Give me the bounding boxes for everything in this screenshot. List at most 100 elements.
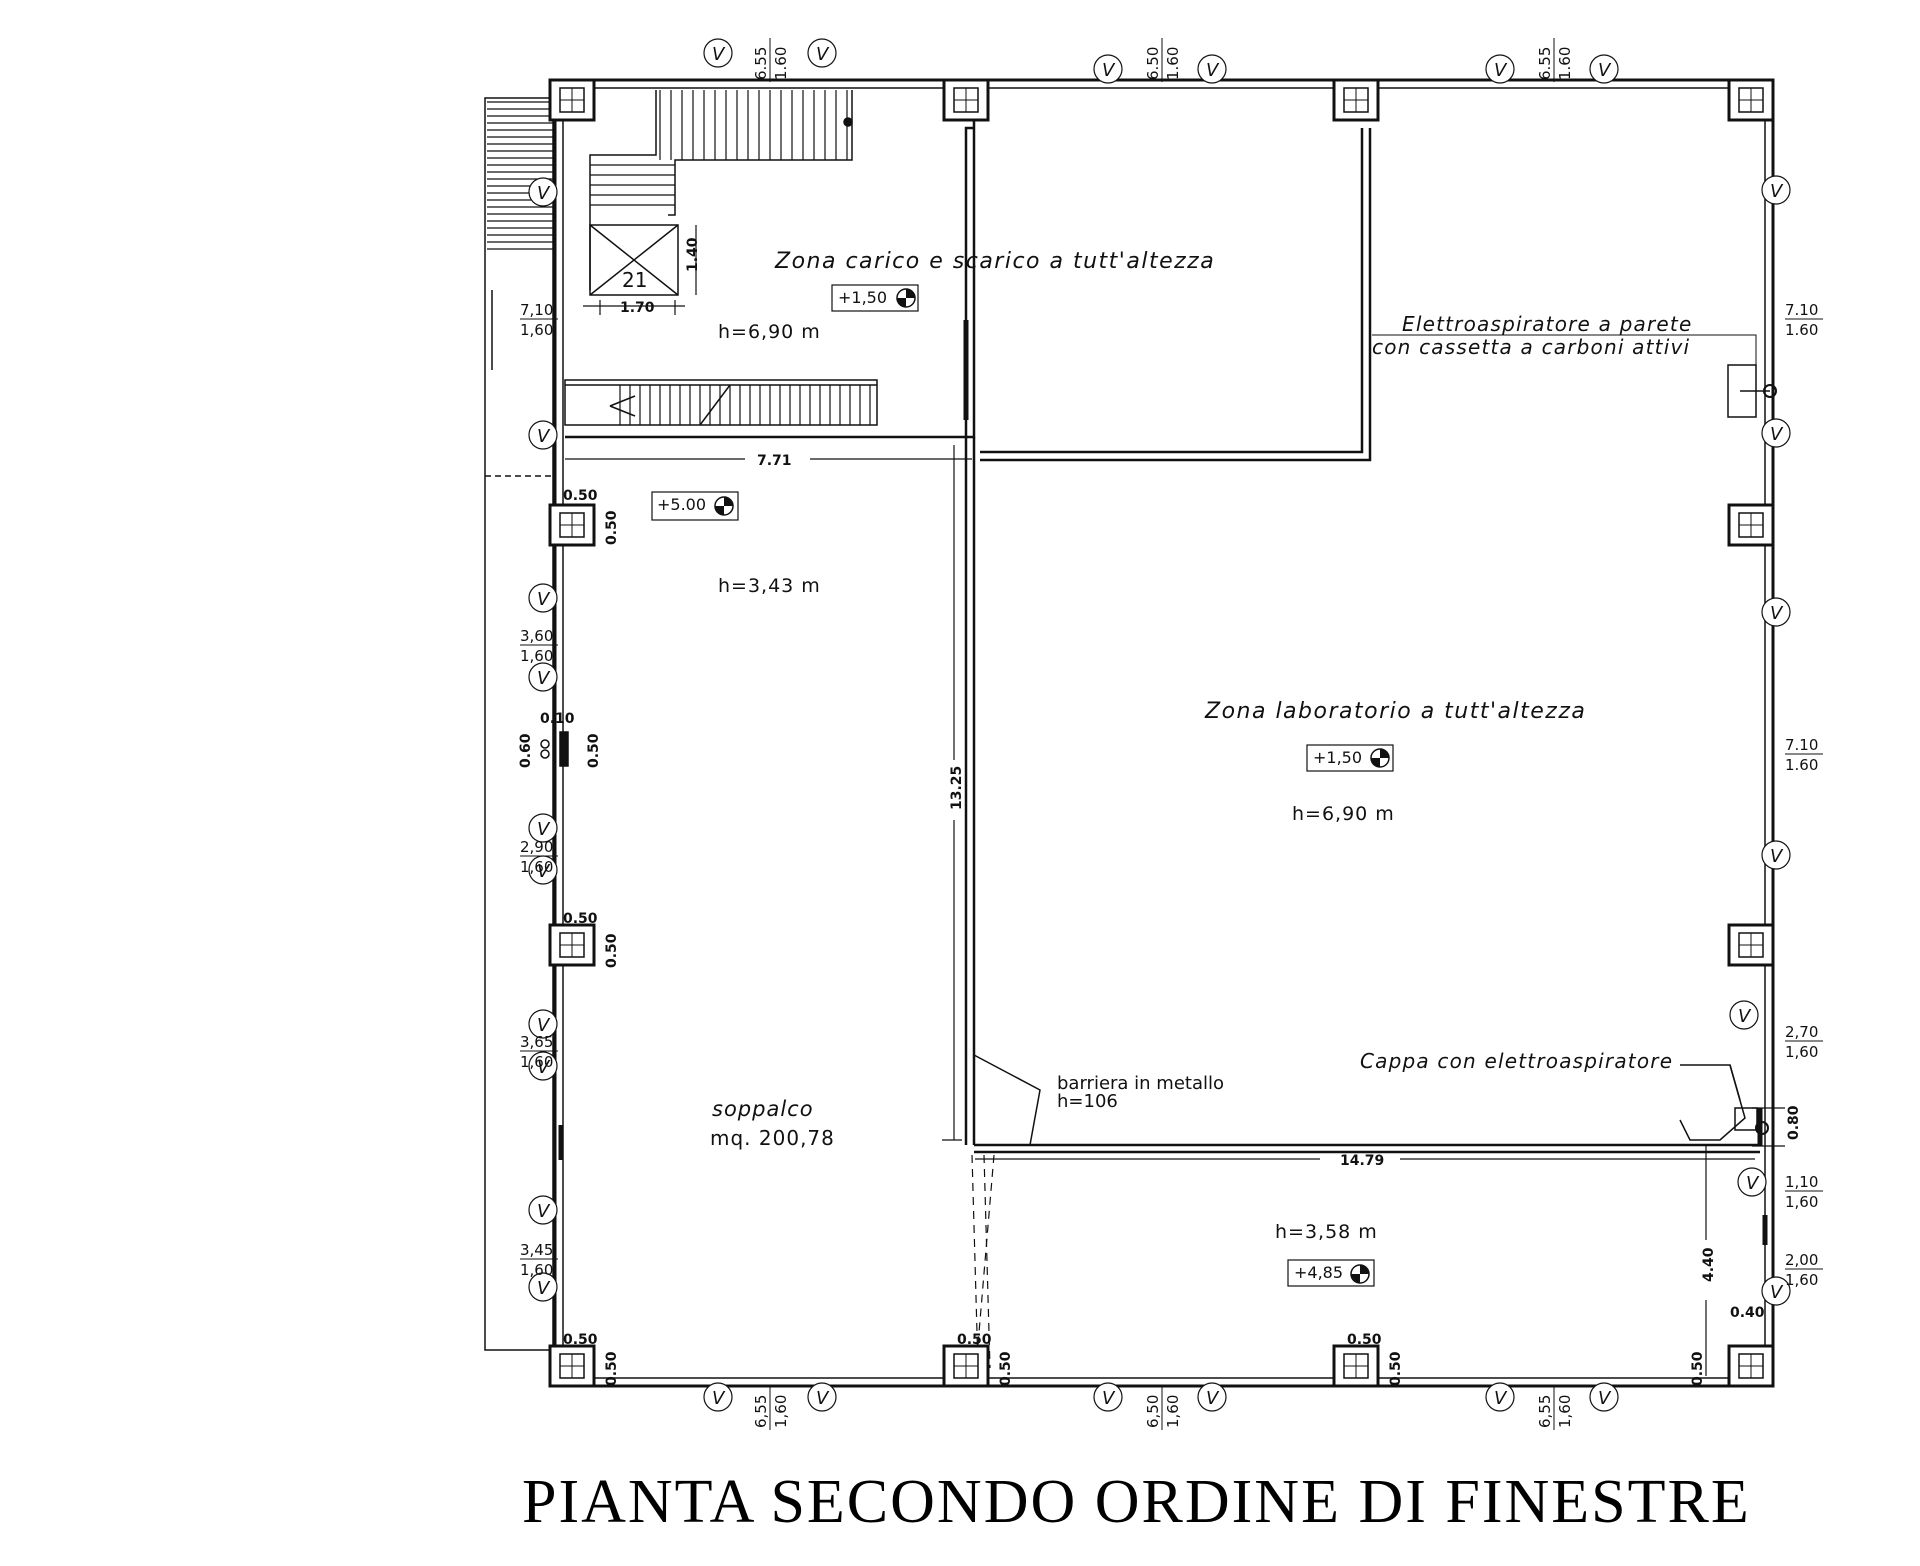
window-height: 1,60	[1164, 1395, 1182, 1428]
window-symbol-letter: V	[1738, 1006, 1752, 1027]
window-height: 1,60	[520, 647, 553, 665]
wall-aspirator	[1727, 364, 1777, 418]
window-symbol-circle	[1589, 54, 1619, 84]
window-width: 6,55	[1536, 1395, 1554, 1428]
annotation-barrier-line2: h=106	[1057, 1091, 1118, 1112]
window-symbol-letter: V	[1494, 60, 1508, 81]
window-symbol-letter: V	[712, 1388, 726, 1409]
window-symbol-circle	[703, 1382, 733, 1412]
window-symbol: V	[528, 662, 558, 692]
window-height: 1.60	[1785, 756, 1818, 774]
dim-050-vertical: 0.50	[998, 1351, 1014, 1386]
window-width: 3,45	[520, 1241, 553, 1259]
pillar	[548, 503, 596, 547]
dim-050-vertical: 0.50	[604, 510, 620, 545]
window-symbol-letter: V	[1102, 1388, 1116, 1409]
plan-title: PIANTA SECONDO ORDINE DI FINESTRE	[522, 1468, 1751, 1536]
pillar	[1727, 78, 1775, 122]
window-symbol-letter: V	[1206, 60, 1220, 81]
window-symbol-letter: V	[1770, 603, 1784, 624]
dim-050-horizontal: 0.50	[957, 1332, 992, 1348]
window-height: 1,60	[1785, 1271, 1818, 1289]
window-width: 2,90	[520, 838, 553, 856]
window-symbol-letter: V	[816, 1388, 830, 1409]
annotation-aspirator-line2: con cassetta a carboni attivi	[1372, 335, 1690, 359]
level-marker-soppalco: +5.00	[651, 491, 739, 521]
window-symbol: V	[1761, 418, 1791, 448]
window-symbol: V	[1761, 1276, 1791, 1306]
outer-walls	[553, 78, 1775, 1388]
window-symbol-circle	[1093, 54, 1123, 84]
annotation-barrier-line1: barriera in metallo	[1057, 1073, 1224, 1094]
window-symbol: V	[1485, 54, 1515, 84]
internal-stair	[589, 90, 853, 296]
window-width: 2,00	[1785, 1251, 1818, 1269]
window-dimension: 7.101.60	[1785, 736, 1823, 774]
window-symbol-circle	[1761, 1276, 1791, 1306]
window-symbol-circle	[703, 38, 733, 68]
window-symbol-letter: V	[537, 1015, 551, 1036]
window-symbol-letter: V	[1598, 1388, 1612, 1409]
dim-050-vertical: 0.50	[1690, 1351, 1706, 1386]
window-symbol-circle	[528, 662, 558, 692]
dim-040: 0.40	[1730, 1305, 1765, 1321]
dim-050-vertical: 0.50	[1388, 1351, 1404, 1386]
window-symbol-circle	[528, 1272, 558, 1302]
window-symbol: V	[528, 1051, 558, 1081]
window-symbol: V	[1197, 1382, 1227, 1412]
window-symbol: V	[1197, 54, 1227, 84]
hood	[1679, 1064, 1769, 1146]
pillar	[1727, 923, 1775, 967]
window-height: 1.60	[1556, 47, 1574, 80]
pillar-outer	[548, 923, 596, 967]
window-dimension: 2,00 1,60	[1785, 1251, 1823, 1289]
window-symbol: V	[703, 38, 733, 68]
window-symbol-letter: V	[537, 668, 551, 689]
window-symbol: V	[1093, 1382, 1123, 1412]
room-label-carico: Zona carico e scarico a tutt'altezza	[774, 249, 1215, 274]
window-symbol-circle	[1737, 1167, 1767, 1197]
window-symbol-letter: V	[537, 589, 551, 610]
metal-barrier	[973, 1054, 1041, 1146]
window-symbol: V	[528, 855, 558, 885]
pillar-outer	[1727, 78, 1775, 122]
lift-number: 21	[622, 268, 647, 292]
window-symbol-letter: V	[712, 44, 726, 65]
window-height: 1,60	[1556, 1395, 1574, 1428]
window-symbol: V	[1485, 1382, 1515, 1412]
window-symbol-letter: V	[537, 1201, 551, 1222]
window-symbol-letter: V	[537, 426, 551, 447]
window-symbol-letter: V	[1770, 1282, 1784, 1303]
window-symbol: V	[1761, 840, 1791, 870]
window-symbol-circle	[1761, 418, 1791, 448]
dim-1479: 14.79	[1340, 1153, 1384, 1169]
dim-050-vertical: 0.50	[604, 933, 620, 968]
window-symbol-letter: V	[537, 861, 551, 882]
level-marker-laboratorio: +1,50	[1306, 744, 1394, 772]
window-symbol: V	[807, 1382, 837, 1412]
window-width: 6,55	[752, 1395, 770, 1428]
window-dimension: 3,601,60	[520, 627, 558, 665]
window-symbol: V	[1729, 1000, 1759, 1030]
dim-050-horizontal: 0.50	[563, 488, 598, 504]
window-dimension: 3,451,60	[520, 1241, 558, 1279]
dim-1325: 13.25	[949, 766, 965, 810]
window-symbol-letter: V	[1770, 424, 1784, 445]
pillar	[1727, 1344, 1775, 1388]
window-symbol: V	[528, 1272, 558, 1302]
room-area-soppalco: mq. 200,78	[710, 1126, 835, 1150]
external-stair	[484, 97, 554, 1351]
level-marker-lower-right: +4,85	[1287, 1259, 1375, 1287]
window-height: 1,60	[520, 321, 553, 339]
annotation-aspirator-line1: Elettroaspiratore a parete	[1402, 312, 1692, 336]
room-label-laboratorio: Zona laboratorio a tutt'altezza	[1204, 699, 1586, 724]
dim-440: 4.40	[1701, 1247, 1717, 1282]
window-symbol-circle	[1197, 54, 1227, 84]
window-symbol-letter: V	[1598, 60, 1612, 81]
pillar	[548, 78, 596, 122]
